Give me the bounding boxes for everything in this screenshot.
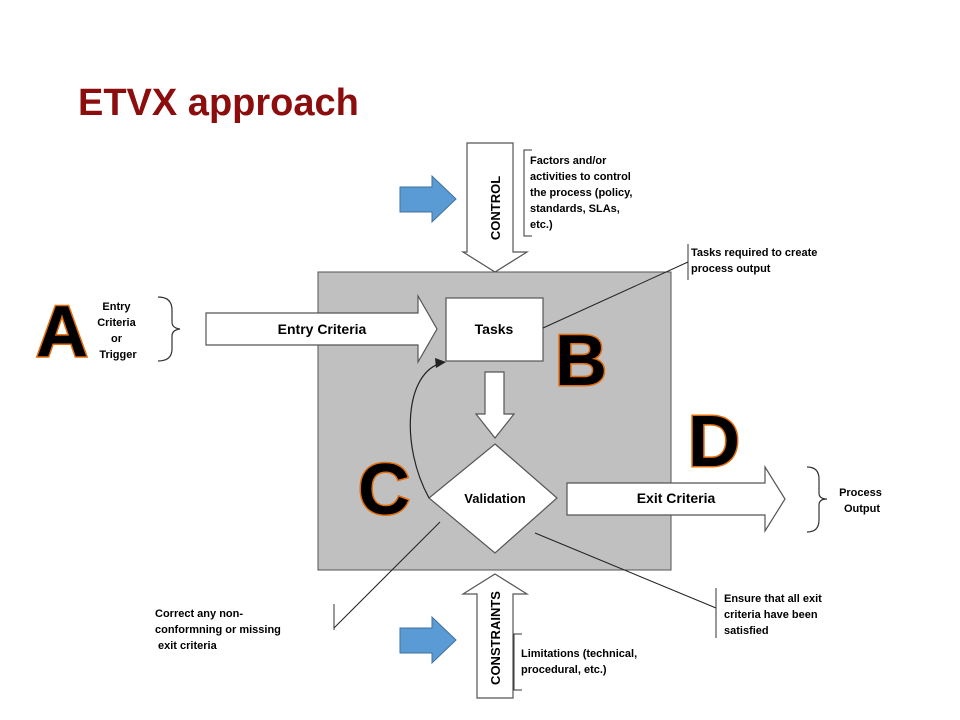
correct-note-line: Correct any non- <box>155 608 243 620</box>
entry-note-line: Trigger <box>99 349 137 361</box>
ensure-leader-line <box>534 532 717 609</box>
correct-note-line: exit criteria <box>158 640 218 652</box>
constraints-label: CONSTRAINTS <box>488 591 503 685</box>
entry-criteria-arrow <box>205 293 438 365</box>
tasks-leader-line <box>542 261 689 329</box>
entry-criteria-label: Entry Criteria <box>278 321 367 337</box>
control-label: CONTROL <box>488 176 503 240</box>
tasks-box <box>445 297 544 362</box>
limitations-note-line: procedural, etc.) <box>521 664 607 676</box>
control-note: Factors and/or activities to control the… <box>530 155 636 231</box>
limitations-note: Limitations (technical, procedural, etc.… <box>521 648 640 676</box>
exit-criteria-arrow <box>566 464 786 534</box>
control-note-line: the process (policy, <box>530 187 633 199</box>
blue-arrow-top <box>399 174 457 224</box>
ensure-note-line: satisfied <box>724 625 769 637</box>
output-note-line: Output <box>844 503 880 515</box>
control-note-bracket <box>523 149 532 237</box>
ensure-note: Ensure that all exit criteria have been … <box>724 593 825 637</box>
control-arrow <box>460 142 530 273</box>
tasks-note-line: Tasks required to create <box>691 247 817 259</box>
validation-diamond <box>428 443 558 554</box>
tasks-to-validation-arrow <box>474 371 516 439</box>
output-note-line: Process <box>839 487 882 499</box>
control-note-line: standards, SLAs, <box>530 203 620 215</box>
control-note-line: Factors and/or <box>530 155 607 167</box>
entry-note-line: Criteria <box>97 317 136 329</box>
tasks-note: Tasks required to create process output <box>691 247 820 275</box>
constraints-arrow <box>460 573 530 699</box>
limitations-note-line: Limitations (technical, <box>521 648 637 660</box>
tasks-label: Tasks <box>475 321 514 337</box>
feedback-loop-curve <box>409 362 443 499</box>
output-note-bracket <box>806 466 828 533</box>
entry-note-bracket <box>157 296 181 362</box>
tasks-note-line: process output <box>691 263 771 275</box>
validation-label: Validation <box>464 491 525 506</box>
entry-note-line: Entry <box>102 301 131 313</box>
entry-note: Entry Criteria or Trigger <box>97 301 139 361</box>
output-note: Process Output <box>839 487 885 515</box>
entry-note-line: or <box>111 333 123 345</box>
letter-b: B <box>555 321 607 401</box>
letter-d: D <box>688 402 740 482</box>
ensure-note-line: Ensure that all exit <box>724 593 822 605</box>
control-note-line: etc.) <box>530 219 553 231</box>
feedback-loop-arrowhead <box>435 358 446 368</box>
limitations-note-bracket <box>513 633 522 691</box>
correct-leader-line <box>333 521 441 629</box>
exit-criteria-label: Exit Criteria <box>637 490 716 506</box>
letter-a: A <box>36 292 88 372</box>
ensure-note-line: criteria have been <box>724 609 818 621</box>
control-note-line: activities to control <box>530 171 631 183</box>
correct-note-line: conformning or missing <box>155 624 281 636</box>
blue-arrow-bottom <box>399 615 457 665</box>
correct-note: Correct any non- conformning or missing … <box>155 608 284 652</box>
letter-c: C <box>358 450 410 530</box>
page-title: ETVX approach <box>78 82 359 124</box>
